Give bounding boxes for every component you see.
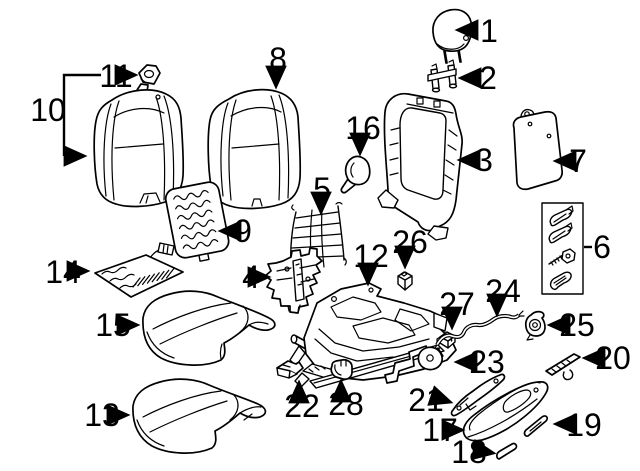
callout-24: 24 <box>485 273 521 309</box>
part-22-bracket-drawing <box>276 360 304 379</box>
callout-14: 14 <box>45 254 81 290</box>
part-20-track-trim-drawing <box>545 353 581 381</box>
callout-25: 25 <box>559 307 595 343</box>
part-14-cushion-heater-drawing <box>94 242 184 298</box>
part-15-cushion-pad-drawing <box>142 290 276 366</box>
callout-26: 26 <box>392 224 428 260</box>
callout-5: 5 <box>313 171 331 207</box>
part-10-seatback-cover-drawing <box>93 83 185 208</box>
part-25-grommet-drawing <box>524 310 546 341</box>
part-24-cable-drawing <box>434 310 525 353</box>
part-16-pivot-cover-drawing <box>340 155 371 194</box>
callout-21: 21 <box>408 382 444 418</box>
part-1-headrest-drawing <box>432 8 473 64</box>
callout-13: 13 <box>84 397 120 433</box>
callout-10-bracket <box>62 73 101 156</box>
callout-labels: 1 2 3 4 5 6 7 8 9 10 11 12 13 14 15 16 1… <box>30 13 631 470</box>
callout-23: 23 <box>469 344 505 380</box>
callout-19: 19 <box>566 407 602 443</box>
callout-1: 1 <box>480 13 498 49</box>
callout-12: 12 <box>353 238 389 274</box>
part-4-lumbar-frame-drawing <box>264 247 323 314</box>
part-13-cushion-cover-drawing <box>132 378 267 454</box>
callout-21-leader <box>427 385 454 406</box>
part-21-recliner-cover-drawing <box>450 373 506 417</box>
callout-18-leader <box>471 438 497 461</box>
part-18-trim-cap-drawing <box>496 442 518 460</box>
part-7-seatback-panel-drawing <box>512 108 564 191</box>
part-12-seat-track-drawing <box>289 282 457 389</box>
part-17-side-shield-drawing <box>462 381 549 442</box>
callout-6: 6 <box>593 229 611 265</box>
callout-9: 9 <box>234 213 252 249</box>
callout-3: 3 <box>475 142 493 178</box>
part-9-seatback-heater-drawing <box>164 181 230 262</box>
callout-11: 11 <box>99 58 132 94</box>
callout-20: 20 <box>595 340 631 376</box>
part-11-cover-clip-drawing <box>138 64 161 85</box>
callout-2: 2 <box>479 60 497 96</box>
part-26-clip-drawing <box>397 271 413 291</box>
part-23-bracket-drawing <box>384 345 444 384</box>
callout-8: 8 <box>269 41 287 77</box>
part-3-seatback-frame-drawing <box>377 92 463 241</box>
callout-7: 7 <box>569 143 587 179</box>
callout-10: 10 <box>30 92 66 128</box>
callout-22: 22 <box>284 388 320 424</box>
part-8-seatback-pad-drawing <box>207 88 302 210</box>
callout-17: 17 <box>422 412 458 448</box>
callout-leaders <box>62 19 606 461</box>
callout-15: 15 <box>95 307 131 343</box>
callout-27: 27 <box>439 286 475 322</box>
callout-28: 28 <box>328 386 364 422</box>
part-28-clip-drawing <box>330 358 353 381</box>
callout-4: 4 <box>242 259 260 295</box>
part-6-hardware-kit-drawing <box>541 202 584 295</box>
part-19-trim-cap-drawing <box>523 415 549 437</box>
part-2-headrest-guides-drawing <box>427 59 458 93</box>
callout-16: 16 <box>345 110 381 146</box>
callout-18: 18 <box>451 434 487 470</box>
